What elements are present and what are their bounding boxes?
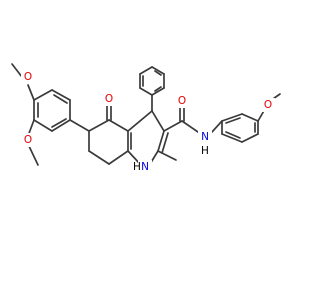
oxygen-label: O: [24, 71, 32, 83]
carboxamide: [163, 105, 223, 133]
dihydropyridine-ring: [127, 110, 169, 165]
nitrogen-label: N: [201, 131, 209, 143]
chemical-structure: O O O O N H O N H: [11, 63, 281, 174]
bonds: [11, 63, 281, 166]
hydrogen-label: H: [133, 161, 141, 173]
oxygen-label: O: [24, 134, 32, 146]
oxygen-label: O: [105, 93, 113, 105]
atom-labels: O O O O N H O N H: [21, 70, 275, 174]
cyclohexenone-ring: [88, 119, 129, 165]
dimethoxyphenyl-ring: [11, 63, 90, 166]
nitrogen-label: N: [141, 161, 149, 173]
phenyl-ring: [139, 66, 165, 112]
oxygen-label: O: [264, 99, 272, 111]
hydrogen-label: H: [201, 145, 209, 157]
oxygen-label: O: [178, 95, 186, 107]
